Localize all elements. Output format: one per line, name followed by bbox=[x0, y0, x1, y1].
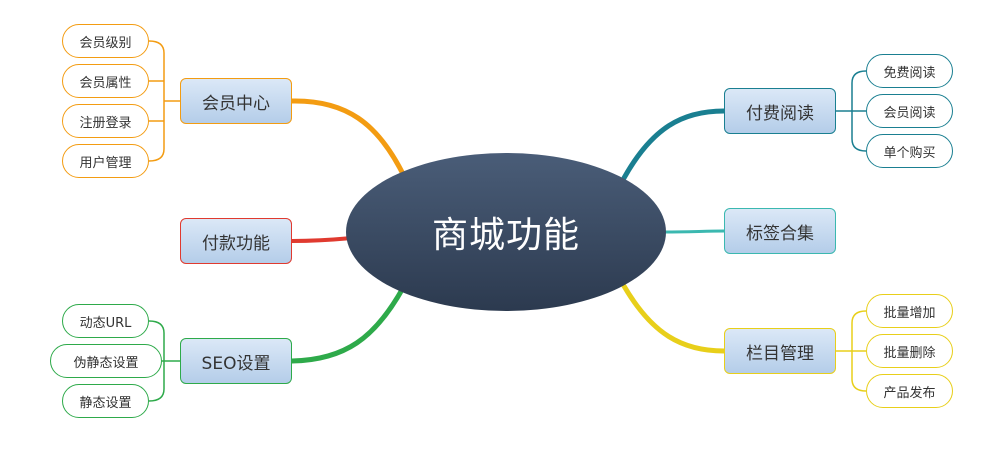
topic-payment[interactable]: 付款功能 bbox=[180, 218, 292, 264]
leaf-pseudo-static[interactable]: 伪静态设置 bbox=[50, 344, 162, 378]
topic-column-label: 栏目管理 bbox=[746, 343, 814, 364]
bracket-paid-reading bbox=[836, 70, 867, 152]
connector-tags bbox=[662, 229, 726, 234]
leaf-label: 动态URL bbox=[79, 315, 132, 331]
connector-seo bbox=[289, 285, 406, 364]
leaf-label: 产品发布 bbox=[883, 385, 936, 401]
leaf-label: 会员属性 bbox=[79, 75, 132, 91]
leaf-label: 单个购买 bbox=[883, 145, 936, 161]
topic-tags-label: 标签合集 bbox=[746, 223, 814, 244]
topic-column[interactable]: 栏目管理 bbox=[724, 328, 836, 374]
topic-member-label: 会员中心 bbox=[202, 93, 270, 114]
topic-seo[interactable]: SEO设置 bbox=[180, 338, 292, 384]
leaf-dynamic-url[interactable]: 动态URL bbox=[62, 304, 149, 338]
leaf-register-login[interactable]: 注册登录 bbox=[62, 104, 149, 138]
leaf-label: 注册登录 bbox=[79, 115, 132, 131]
leaf-label: 会员级别 bbox=[79, 35, 132, 51]
bracket-member bbox=[148, 40, 180, 162]
leaf-batch-delete[interactable]: 批量删除 bbox=[866, 334, 953, 368]
leaf-static[interactable]: 静态设置 bbox=[62, 384, 149, 418]
bracket-column bbox=[836, 310, 867, 392]
leaf-batch-add[interactable]: 批量增加 bbox=[866, 294, 953, 328]
bracket-seo bbox=[148, 320, 180, 402]
leaf-free-reading[interactable]: 免费阅读 bbox=[866, 54, 953, 88]
leaf-member-reading[interactable]: 会员阅读 bbox=[866, 94, 953, 128]
leaf-single-purchase[interactable]: 单个购买 bbox=[866, 134, 953, 168]
topic-payment-label: 付款功能 bbox=[202, 233, 270, 254]
leaf-label: 批量增加 bbox=[883, 305, 936, 321]
leaf-label: 会员阅读 bbox=[883, 105, 936, 121]
topic-seo-label: SEO设置 bbox=[201, 353, 271, 374]
connector-payment bbox=[290, 236, 354, 243]
topic-paid-reading[interactable]: 付费阅读 bbox=[724, 88, 836, 134]
leaf-label: 批量删除 bbox=[883, 345, 936, 361]
leaf-member-attributes[interactable]: 会员属性 bbox=[62, 64, 149, 98]
topic-paid-reading-label: 付费阅读 bbox=[746, 103, 814, 124]
topic-member[interactable]: 会员中心 bbox=[180, 78, 292, 124]
leaf-product-publish[interactable]: 产品发布 bbox=[866, 374, 953, 408]
topic-tags[interactable]: 标签合集 bbox=[724, 208, 836, 254]
leaf-member-level[interactable]: 会员级别 bbox=[62, 24, 149, 58]
leaf-label: 静态设置 bbox=[79, 395, 132, 411]
connector-member bbox=[289, 98, 408, 181]
center-topic-shape bbox=[346, 153, 666, 311]
leaf-user-management[interactable]: 用户管理 bbox=[62, 144, 149, 178]
leaf-label: 伪静态设置 bbox=[73, 355, 139, 371]
leaf-label: 免费阅读 bbox=[883, 65, 936, 81]
center-topic[interactable]: 商城功能 bbox=[431, 215, 580, 256]
leaf-label: 用户管理 bbox=[79, 155, 132, 171]
connector-column bbox=[621, 283, 727, 354]
connector-paid-reading bbox=[621, 108, 727, 181]
